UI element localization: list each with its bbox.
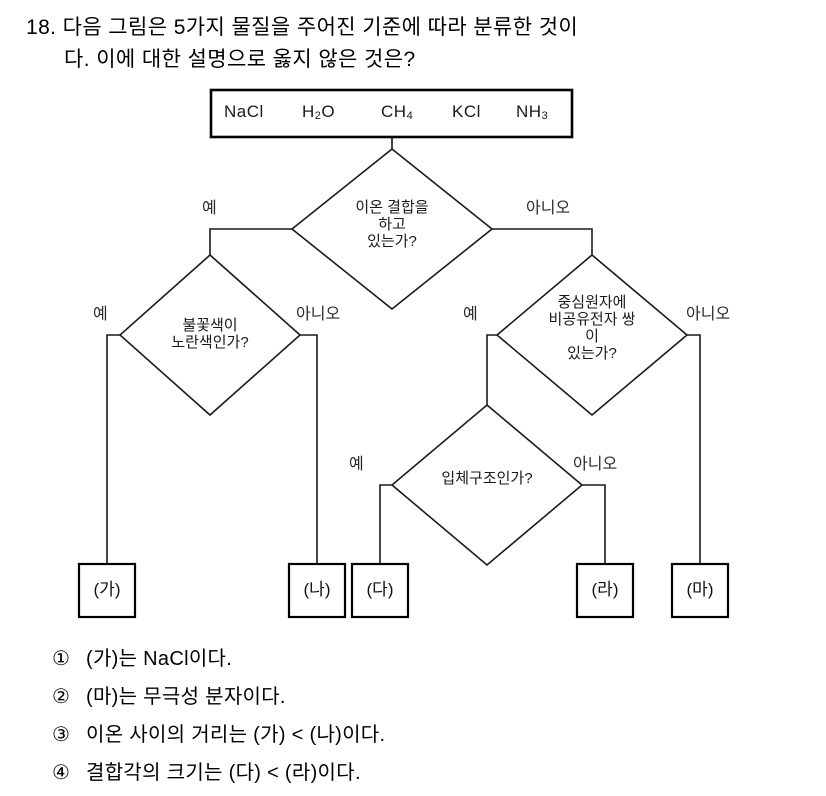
flowchart-graphics	[77, 88, 730, 619]
leaf-box-na	[287, 562, 347, 619]
leaf-box-ma	[670, 562, 730, 619]
option-text-3: 이온 사이의 거리는 (가) < (나)이다.	[86, 724, 386, 746]
option-marker-4: ④	[52, 762, 71, 784]
pool-item-nh3-sub: 3	[541, 110, 549, 122]
option-marker-2: ②	[52, 686, 71, 708]
decision-4-no-label: 아니오	[573, 456, 618, 473]
question-line-2: 다. 이에 대한 설명으로 옳지 않은 것은?	[64, 48, 416, 71]
edge-d3-no	[687, 334, 701, 564]
edge-d4-no	[582, 484, 606, 564]
pool-item-ch4-sub: 4	[406, 110, 414, 122]
pool-item-h2o-base: H	[302, 102, 315, 121]
answer-option-1[interactable]: ① (가)는 NaCl이다.	[52, 640, 792, 678]
decision-3-no-label: 아니오	[686, 306, 731, 323]
question-line-1: 18. 다음 그림은 5가지 물질을 주어진 기준에 따라 분류한 것이	[26, 16, 579, 39]
edge-d2-no	[300, 334, 318, 564]
leaf-label-na: (나)	[303, 580, 331, 599]
answer-options: ① (가)는 NaCl이다. ② (마)는 무극성 분자이다. ③ 이온 사이의…	[52, 640, 792, 792]
classification-flowchart: NaCl H2O CH4 KCl NH3 이온 결합을 하고 있는가? 예 아니…	[0, 85, 826, 630]
leaf-box-da	[350, 562, 410, 619]
option-text-1: (가)는 NaCl이다.	[86, 648, 233, 670]
edge-d1-yes	[209, 228, 292, 255]
pool-item-nacl: NaCl	[224, 102, 264, 121]
substance-pool-box	[209, 88, 574, 139]
leaf-box-ra	[575, 562, 635, 619]
pool-item-kcl: KCl	[452, 102, 481, 121]
pool-item-ch4-base: CH	[381, 102, 407, 121]
leaf-box-ga	[77, 562, 137, 619]
edge-d2-yes	[106, 334, 120, 564]
edge-d1-no	[492, 228, 593, 255]
decision-2-no-label: 아니오	[296, 306, 341, 323]
leaf-label-ra: (라)	[591, 580, 619, 599]
pool-item-h2o: H2O	[302, 102, 335, 122]
answer-option-3[interactable]: ③ 이온 사이의 거리는 (가) < (나)이다.	[52, 716, 792, 754]
decision-1-no-label: 아니오	[526, 200, 571, 217]
decision-3-yes-label: 예	[463, 306, 478, 323]
option-marker-3: ③	[52, 724, 71, 746]
decision-1-yes-label: 예	[202, 200, 217, 217]
decision-2-yes-label: 예	[93, 306, 108, 323]
edge-d4-yes	[379, 484, 392, 564]
decision-4-yes-label: 예	[349, 456, 364, 473]
leaf-label-ga: (가)	[93, 580, 121, 599]
pool-item-ch4: CH4	[381, 102, 413, 122]
pool-item-h2o-sub: 2	[314, 110, 322, 122]
option-marker-1: ①	[52, 648, 71, 670]
leaf-label-ma: (마)	[686, 580, 714, 599]
leaf-label-da: (다)	[366, 580, 394, 599]
edge-d3-yes	[486, 334, 497, 405]
option-text-2: (마)는 무극성 분자이다.	[86, 686, 286, 708]
pool-item-h2o-tail: O	[321, 102, 336, 121]
decision-3-diamond	[495, 253, 689, 417]
pool-item-nh3: NH3	[516, 102, 548, 122]
answer-option-4[interactable]: ④ 결합각의 크기는 (다) < (라)이다.	[52, 754, 792, 792]
option-text-4: 결합각의 크기는 (다) < (라)이다.	[86, 762, 361, 784]
decision-4-diamond	[390, 403, 584, 567]
question-stem: 18. 다음 그림은 5가지 물질을 주어진 기준에 따라 분류한 것이 다. …	[26, 12, 806, 76]
pool-item-nh3-base: NH	[516, 102, 542, 121]
answer-option-2[interactable]: ② (마)는 무극성 분자이다.	[52, 678, 792, 716]
decision-1-diamond	[290, 147, 494, 311]
decision-2-diamond	[118, 253, 302, 417]
